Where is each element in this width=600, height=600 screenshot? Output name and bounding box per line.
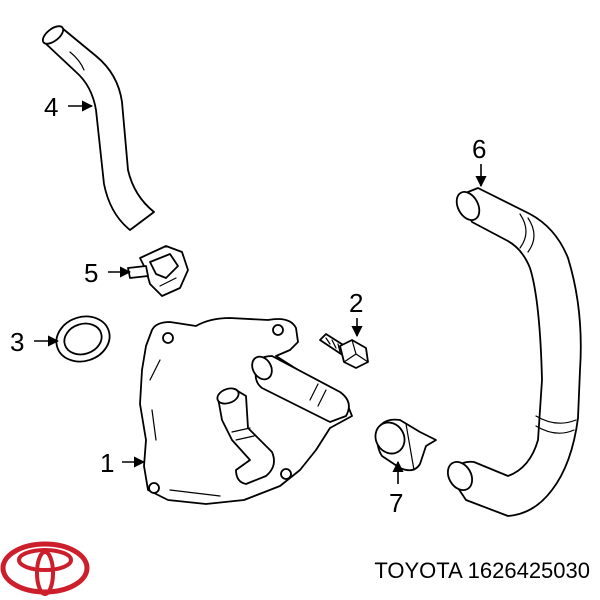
- callout-1: 1: [100, 448, 114, 478]
- callout-leaders: [34, 100, 487, 484]
- clamp-part-7: [374, 418, 437, 472]
- callout-2: 2: [349, 288, 363, 318]
- callout-5: 5: [84, 258, 98, 288]
- callout-7: 7: [389, 488, 403, 518]
- callout-6: 6: [472, 134, 486, 164]
- oil-cooler-part-1: [139, 317, 353, 505]
- hose-part-4: [41, 25, 155, 231]
- callout-3: 3: [10, 327, 24, 357]
- clip-part-5: [127, 245, 189, 297]
- hose-part-6: [446, 187, 582, 517]
- toyota-logo-icon: [0, 541, 90, 596]
- bolt-part-2: [319, 333, 369, 369]
- o-ring-part-3: [55, 315, 111, 363]
- callout-4: 4: [44, 92, 58, 122]
- part-number-caption: TOYOTA 1626425030: [374, 558, 590, 583]
